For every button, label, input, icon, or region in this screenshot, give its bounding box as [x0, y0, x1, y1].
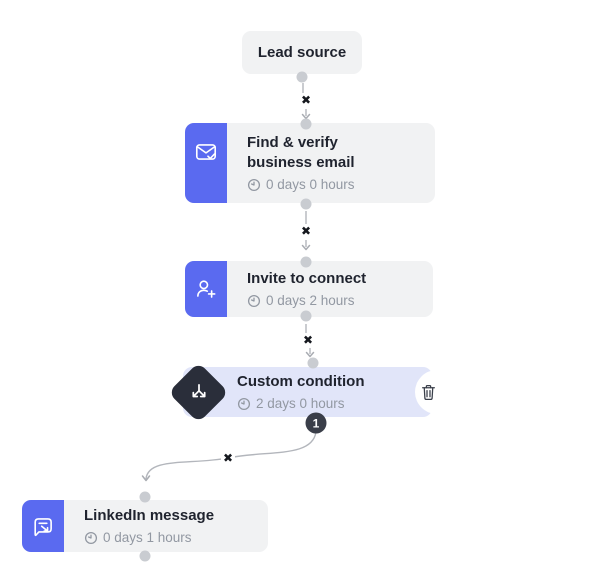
node-find-verify-email[interactable]: Find & verify business email 0 days 0 ho… [185, 123, 435, 203]
trash-icon [422, 384, 435, 400]
connection-anchor [296, 71, 308, 83]
node-linkedin-message[interactable]: LinkedIn message 0 days 1 hours [22, 500, 268, 552]
delay-text: 0 days 2 hours [266, 292, 355, 308]
connection-anchor [139, 491, 151, 503]
arrowhead-icon [305, 351, 315, 358]
connection-anchor [307, 357, 319, 369]
person-add-icon [185, 261, 227, 317]
arrowhead-icon [301, 244, 311, 251]
node-invite-to-connect[interactable]: Invite to connect 0 days 2 hours [185, 261, 433, 317]
delay: 0 days 1 hours [84, 529, 214, 547]
branch-split-icon [168, 362, 229, 423]
remove-connection-button[interactable]: ✖ [300, 333, 316, 347]
delay-text: 0 days 1 hours [103, 529, 192, 545]
delay: 0 days 0 hours [247, 176, 397, 194]
delay-text: 2 days 0 hours [256, 395, 345, 411]
clock-icon [247, 294, 261, 307]
connection-anchor [300, 256, 312, 268]
delay: 2 days 0 hours [237, 395, 365, 413]
clock-icon [247, 178, 261, 191]
delay: 0 days 2 hours [247, 292, 366, 310]
condition-branch-badge[interactable]: 1 [305, 412, 327, 434]
remove-connection-button[interactable]: ✖ [220, 451, 236, 465]
connection-anchor [139, 550, 151, 562]
remove-connection-button[interactable]: ✖ [298, 224, 314, 238]
clock-icon [84, 531, 98, 544]
node-title: Find & verify business email [247, 133, 355, 171]
delete-node-button[interactable] [415, 370, 459, 414]
connection-anchor [300, 198, 312, 210]
connection-anchor [300, 310, 312, 322]
node-lead-source[interactable]: Lead source [242, 31, 362, 74]
node-title: LinkedIn message [84, 506, 215, 524]
connection-anchor [300, 118, 312, 130]
node-title: Invite to connect [247, 269, 367, 287]
arrowhead-icon [141, 475, 151, 482]
node-title: Custom condition [237, 372, 365, 390]
clock-icon [237, 397, 251, 410]
remove-connection-button[interactable]: ✖ [298, 93, 314, 107]
node-title: Lead source [257, 44, 347, 61]
delay-text: 0 days 0 hours [266, 176, 355, 192]
chat-send-icon [22, 500, 64, 552]
email-check-icon [185, 123, 227, 203]
